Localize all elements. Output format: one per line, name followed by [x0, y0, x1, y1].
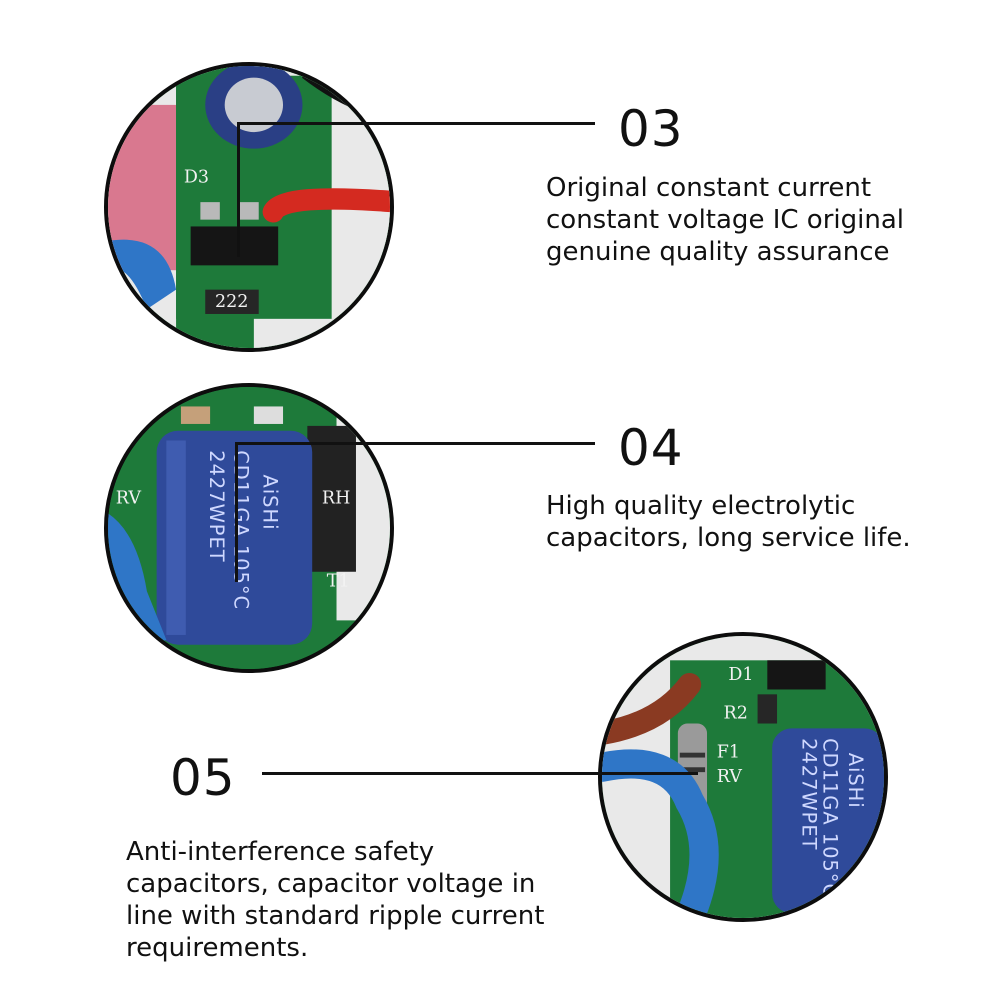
callout-line-03	[240, 122, 595, 125]
callout-line-05	[262, 772, 698, 775]
section-number-03: 03	[618, 100, 684, 158]
pcb-label-f1: F1	[717, 743, 740, 763]
callout-pointer-03	[237, 122, 240, 257]
safety-capacitor-rating: CD11GA 105°C	[819, 738, 842, 898]
pcb-label-r2: R2	[724, 704, 748, 724]
capacitor-rating: CD11GA 105°C	[229, 450, 252, 610]
pcb-label-t1: T1	[327, 571, 350, 591]
capacitor-brand: AiSHi	[259, 475, 282, 531]
section-number-04: 04	[618, 419, 684, 477]
callout-pointer-04	[235, 442, 238, 582]
section-description-03: Original constant current constant volta…	[546, 173, 904, 267]
capacitor-closeup-photo: AiSHi CD11GA 105°C 2427WPET RV RH T1	[104, 383, 394, 673]
ic-closeup-illustration: D3 222	[108, 66, 390, 348]
pcb-label-rv2: RV	[717, 767, 743, 787]
pcb-label-rh: RH	[322, 489, 350, 509]
pcb-label-rv: RV	[116, 489, 142, 509]
capacitor-closeup-illustration: AiSHi CD11GA 105°C 2427WPET RV RH T1	[108, 387, 390, 669]
callout-line-04	[237, 442, 595, 445]
safety-capacitor-brand: AiSHi	[844, 753, 867, 809]
section-description-04: High quality electrolytic capacitors, lo…	[546, 491, 911, 553]
ic-closeup-photo: D3 222	[104, 62, 394, 352]
section-description-05: Anti-interference safety capacitors, cap…	[126, 837, 545, 963]
safety-capacitor-closeup-photo: AiSHi CD11GA 105°C 2427WPET D1 R2 F1 RV	[598, 632, 888, 922]
pcb-label-d1: D1	[728, 665, 753, 685]
pcb-label-222: 222	[215, 292, 248, 312]
capacitor-code: 2427WPET	[205, 450, 228, 562]
safety-capacitor-code: 2427WPET	[797, 738, 820, 850]
safety-capacitor-closeup-illustration: AiSHi CD11GA 105°C 2427WPET D1 R2 F1 RV	[602, 636, 884, 918]
pcb-label-d3: D3	[184, 168, 209, 188]
section-number-05: 05	[170, 749, 236, 807]
